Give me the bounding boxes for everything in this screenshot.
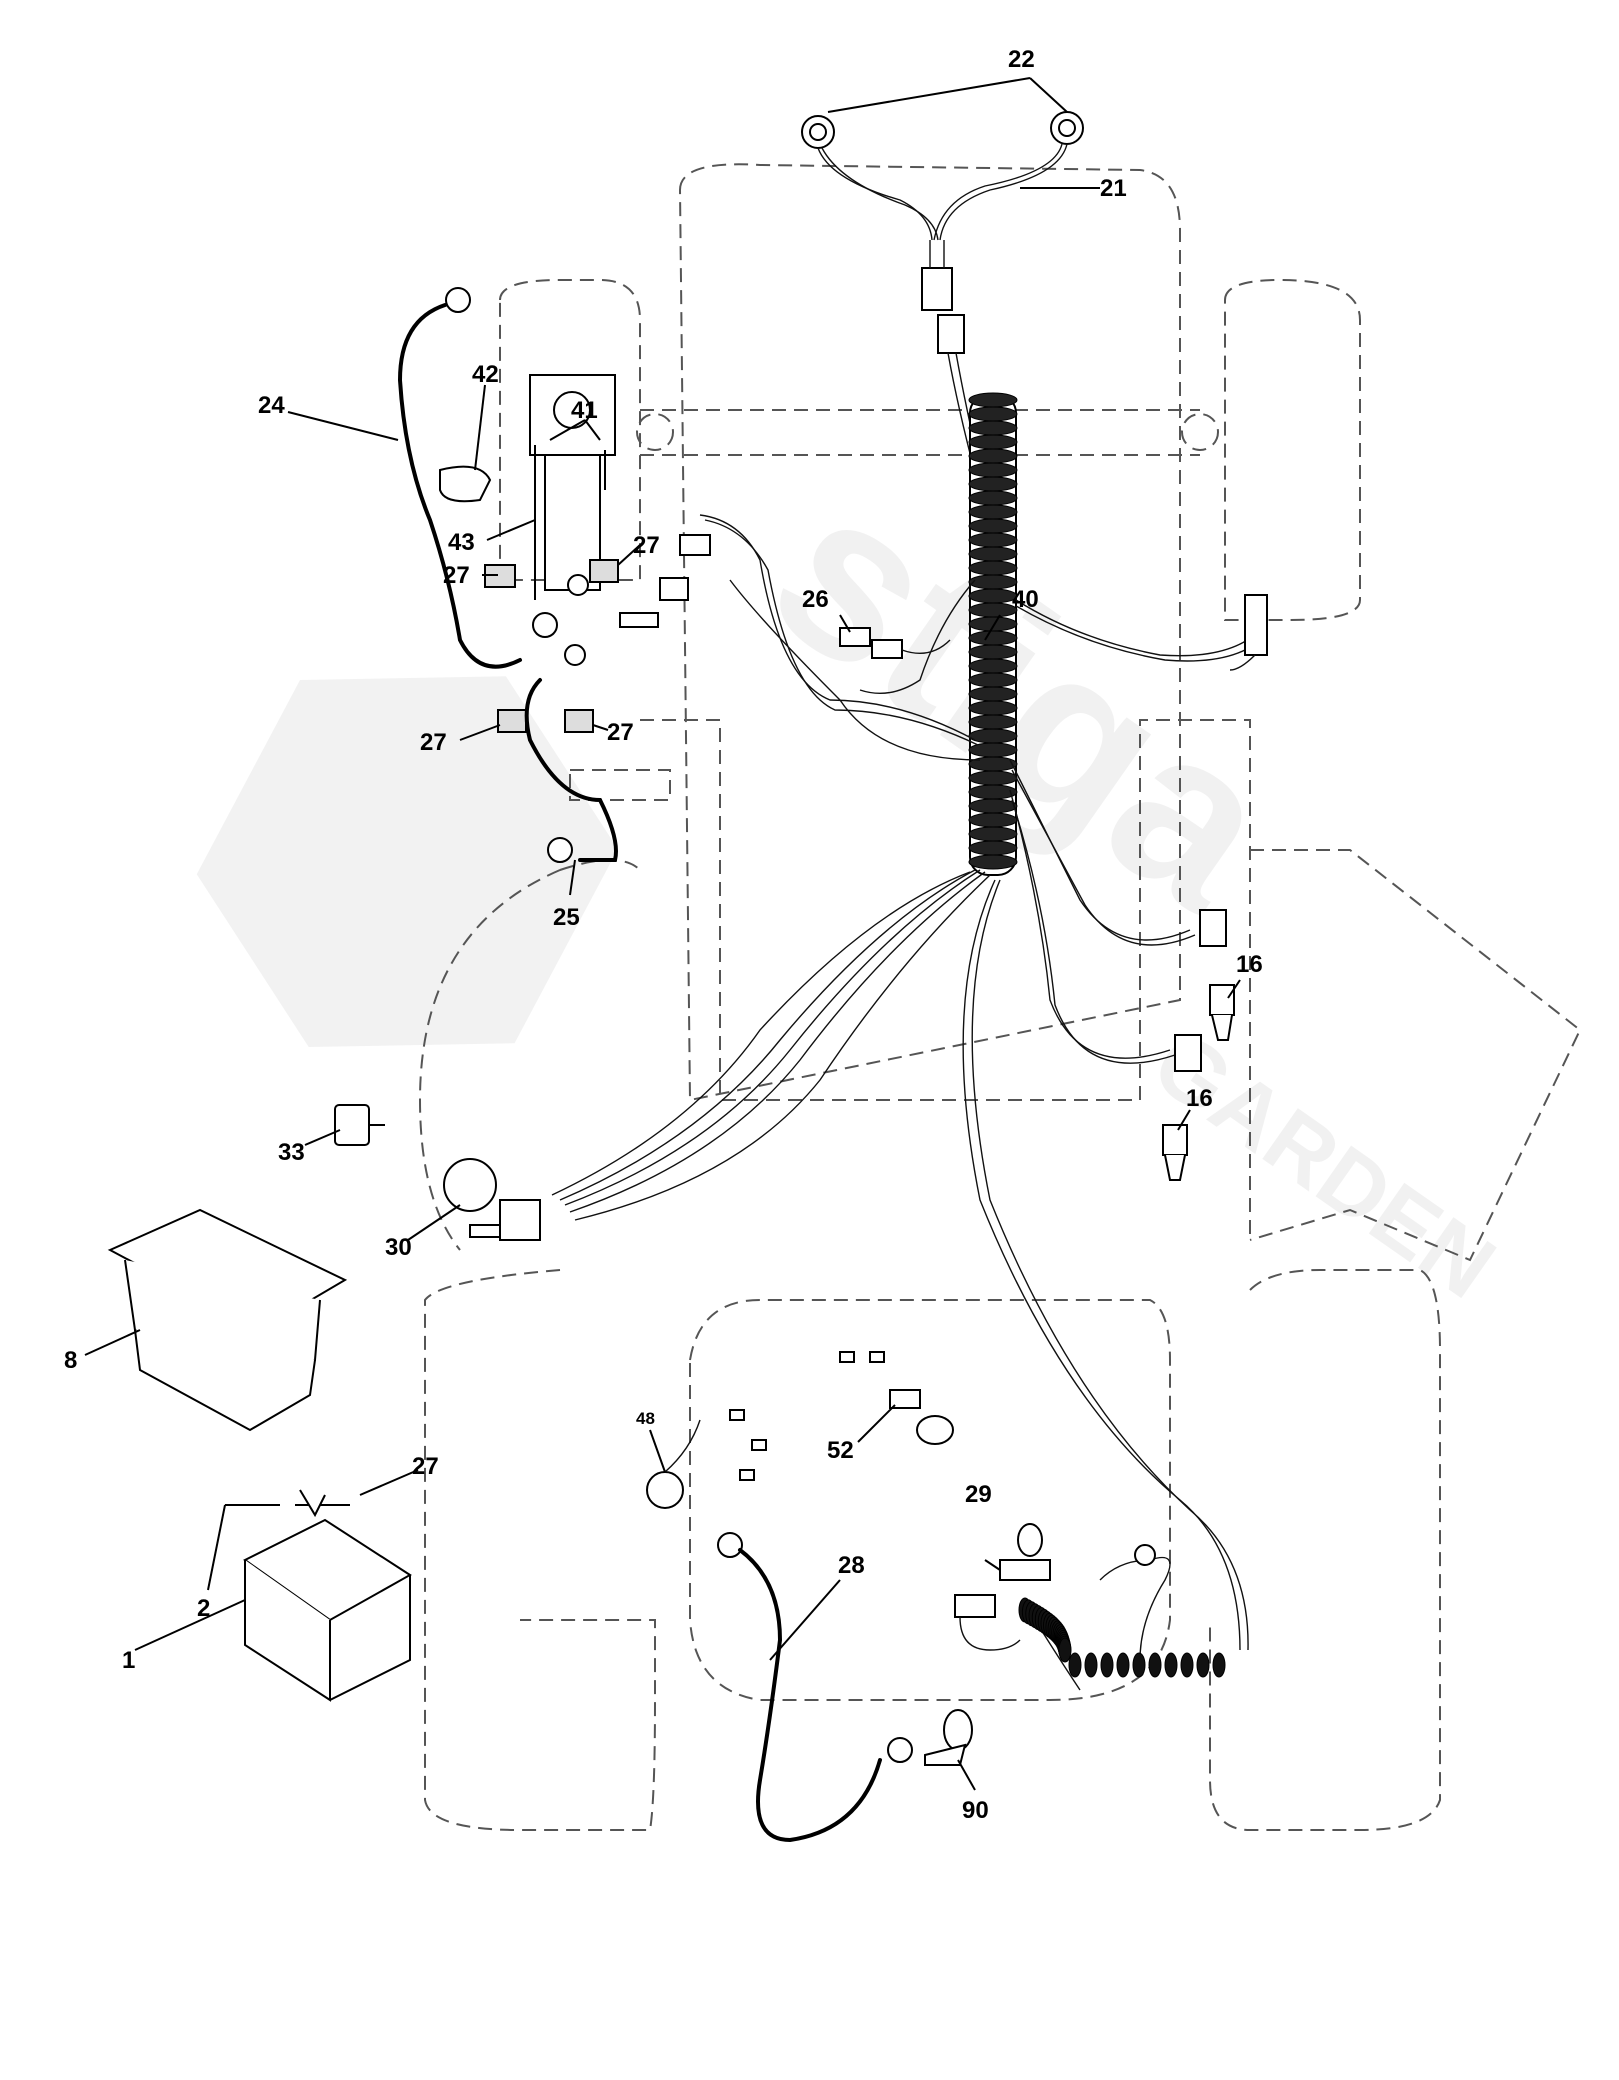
callout-16-b: 16	[1186, 1085, 1213, 1112]
loom-rib	[968, 840, 1018, 856]
callout-30: 30	[385, 1234, 412, 1261]
connector-26	[839, 627, 951, 659]
loom-rib	[968, 826, 1018, 842]
loom-rib	[968, 784, 1018, 800]
key-33	[334, 1104, 385, 1146]
loom-rib	[968, 532, 1018, 548]
solenoid-assembly	[439, 374, 711, 733]
battery-box-8	[107, 1208, 348, 1432]
callout-22: 22	[1008, 46, 1035, 73]
callout-27-e: 27	[412, 1453, 439, 1480]
cable-25	[524, 678, 618, 863]
callout-43: 43	[448, 529, 475, 556]
loom-rib	[968, 728, 1018, 744]
callouts: 22 21 24 42 41 43 27 27 40 26 27 27 25 1…	[64, 46, 1263, 1824]
loom-rib	[968, 476, 1018, 492]
loom-rib	[968, 504, 1018, 520]
loom-rib	[968, 742, 1018, 758]
connector-52	[839, 1351, 954, 1445]
callout-28: 28	[838, 1552, 865, 1579]
connectors-16	[1162, 909, 1235, 1181]
callout-2: 2	[197, 1595, 210, 1622]
loom-rib	[968, 448, 1018, 464]
coil-turn	[1148, 1652, 1162, 1678]
watermark-brand: stiga	[731, 438, 1320, 958]
callout-16-a: 16	[1236, 951, 1263, 978]
callout-40: 40	[1012, 586, 1039, 613]
loom-rib	[968, 672, 1018, 688]
callout-26: 26	[802, 586, 829, 613]
loom-rib	[968, 588, 1018, 604]
callout-41: 41	[571, 397, 598, 424]
callout-21: 21	[1100, 175, 1127, 202]
cable-24	[397, 287, 522, 669]
cable-28	[717, 1532, 913, 1843]
watermark: stiga GARDEN	[196, 438, 1512, 1318]
coiled-cord	[1018, 1597, 1226, 1678]
side-connector	[1229, 594, 1268, 671]
loom-rib	[968, 616, 1018, 632]
loom-rib	[968, 644, 1018, 660]
harness-loom-ribs	[968, 392, 1018, 870]
loom-rib	[968, 770, 1018, 786]
callout-52: 52	[827, 1437, 854, 1464]
callout-8: 8	[64, 1347, 77, 1374]
callout-1: 1	[122, 1647, 135, 1674]
battery-1	[225, 1489, 412, 1702]
coil-turn	[1164, 1652, 1178, 1678]
callout-27-a: 27	[443, 562, 470, 589]
loom-rib	[968, 854, 1018, 870]
loom-rib	[968, 602, 1018, 618]
seat-switch-29	[954, 1523, 1171, 1691]
leader-lines	[84, 77, 1241, 1791]
callout-90: 90	[962, 1797, 989, 1824]
main-harness	[551, 314, 1266, 1651]
callout-27-c: 27	[420, 729, 447, 756]
connector-48	[646, 1409, 767, 1509]
coil-turn	[1196, 1652, 1210, 1678]
loom-rib	[968, 798, 1018, 814]
loom-rib	[968, 420, 1018, 436]
callout-24: 24	[258, 392, 285, 419]
coil-turn	[1100, 1652, 1114, 1678]
loom-rib	[968, 574, 1018, 590]
coil-turn	[1116, 1652, 1130, 1678]
loom-rib	[968, 686, 1018, 702]
loom-rib	[968, 392, 1018, 408]
ignition-switch-30	[443, 1158, 541, 1241]
loom-rib	[968, 434, 1018, 450]
loom-rib	[968, 630, 1018, 646]
loom-rib	[968, 714, 1018, 730]
loom-rib	[968, 462, 1018, 478]
coil-turn	[1084, 1652, 1098, 1678]
coil-turn	[1058, 1637, 1072, 1663]
callout-33: 33	[278, 1139, 305, 1166]
coil-turn	[1180, 1652, 1194, 1678]
tractor-outline	[418, 163, 1582, 1831]
loom-rib	[968, 406, 1018, 422]
callout-48: 48	[636, 1409, 655, 1428]
loom-rib	[968, 546, 1018, 562]
coil-turn	[1212, 1652, 1226, 1678]
loom-rib	[968, 490, 1018, 506]
callout-27-b: 27	[633, 532, 660, 559]
callout-25: 25	[553, 904, 580, 931]
coil-turn	[1132, 1652, 1146, 1678]
loom-rib	[968, 700, 1018, 716]
loom-rib	[968, 658, 1018, 674]
loom-rib	[968, 518, 1018, 534]
callout-29: 29	[965, 1481, 992, 1508]
loom-rib	[968, 812, 1018, 828]
loom-rib	[968, 756, 1018, 772]
headlight-harness	[801, 111, 1084, 311]
callout-42: 42	[472, 361, 499, 388]
callout-27-d: 27	[607, 719, 634, 746]
part-90	[924, 1709, 973, 1766]
coil-turn	[1068, 1652, 1082, 1678]
loom-rib	[968, 560, 1018, 576]
